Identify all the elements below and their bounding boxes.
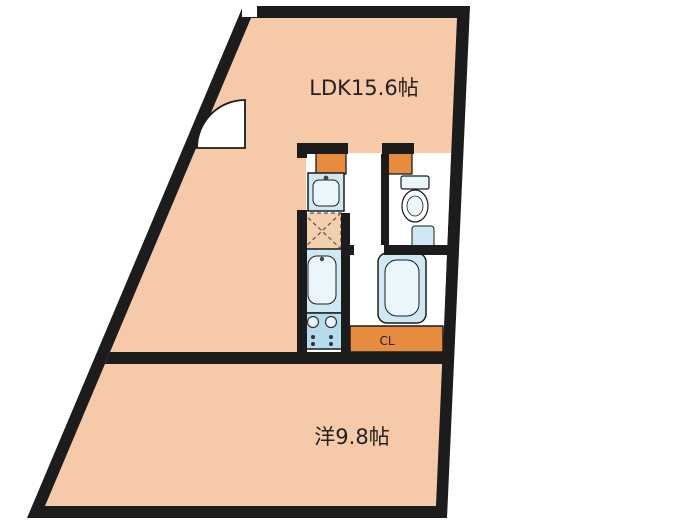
- kitchen-bath-divider-wall: [341, 213, 350, 362]
- core-top-wall-right: [382, 143, 414, 154]
- stove-burner-left: [306, 315, 320, 329]
- closet-area: [349, 325, 444, 353]
- stove-knob-4: [329, 342, 333, 346]
- storage-block-right: [385, 152, 413, 175]
- stove-knob-3: [311, 342, 315, 346]
- ldk-room-label: LDK15.6帖: [309, 76, 418, 100]
- washbasin-bowl: [312, 179, 340, 207]
- washbasin-faucet: [323, 175, 329, 181]
- closet-label: CL: [379, 334, 394, 348]
- toilet-tank: [400, 175, 430, 190]
- refrigerator-hatch-line-2: [302, 212, 342, 250]
- core-left-wall-lower: [297, 210, 307, 362]
- washroom-toilet-divider-wall: [381, 154, 389, 245]
- toilet-side-unit: [411, 225, 435, 249]
- stove-burner-right: [324, 315, 338, 329]
- core-top-wall-left: [297, 143, 348, 154]
- refrigerator-hatch-line-1: [302, 212, 342, 250]
- kitchen-faucet: [319, 256, 325, 262]
- room-floor: [45, 18, 457, 506]
- kitchen-sink: [307, 255, 337, 305]
- bath-wall-right: [384, 245, 455, 255]
- stove-knob-2: [329, 335, 333, 339]
- storage-block-left: [315, 152, 347, 175]
- stove-knob-1: [311, 335, 315, 339]
- entrance-door-arc: [196, 99, 246, 149]
- stove-unit: [301, 312, 343, 350]
- bathtub-inner: [384, 259, 420, 317]
- wall-notch: [242, 4, 257, 17]
- western-room-label: 洋9.8帖: [314, 425, 389, 449]
- toilet-seat: [406, 195, 424, 217]
- room-divider-wall: [105, 352, 452, 364]
